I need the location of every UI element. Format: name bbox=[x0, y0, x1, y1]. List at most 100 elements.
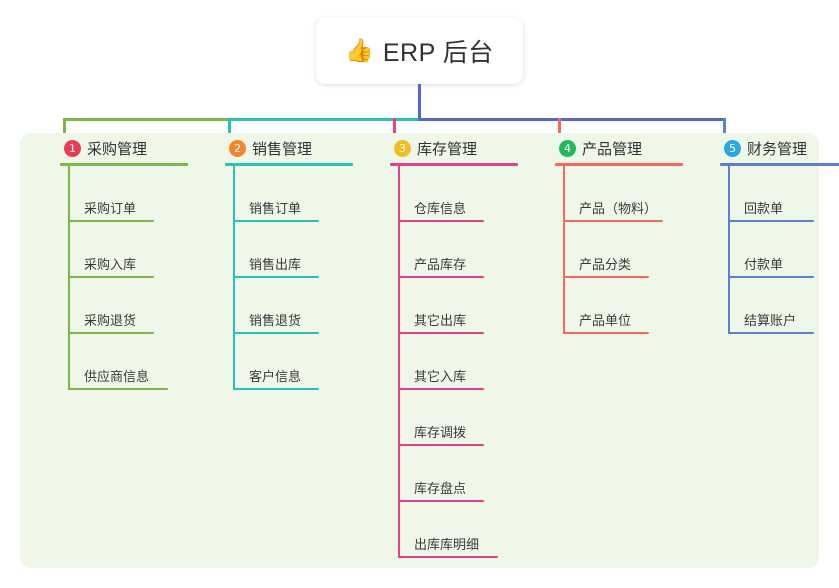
branch-item-label: 产品（物料） bbox=[579, 201, 658, 216]
branch-column-5: 5 财务管理回款单付款单结算账户 bbox=[706, 133, 839, 334]
branch-item[interactable]: 产品单位 bbox=[563, 278, 691, 334]
branch-item-rule bbox=[233, 332, 319, 334]
branch-item[interactable]: 采购退货 bbox=[68, 278, 196, 334]
branch-item-rule bbox=[233, 276, 319, 278]
branch-header-2[interactable]: 2 销售管理 bbox=[211, 133, 361, 163]
branch-items-2: 销售订单销售出库销售退货客户信息 bbox=[233, 166, 361, 390]
branch-item[interactable]: 产品（物料） bbox=[563, 166, 691, 222]
branch-item[interactable]: 产品库存 bbox=[398, 222, 526, 278]
branch-item[interactable]: 产品分类 bbox=[563, 222, 691, 278]
branch-item[interactable]: 销售退货 bbox=[233, 278, 361, 334]
branch-header-3[interactable]: 3 库存管理 bbox=[376, 133, 526, 163]
branch-item-label: 供应商信息 bbox=[84, 369, 150, 384]
branch-spine-2 bbox=[233, 166, 235, 390]
branch-item-rule bbox=[398, 444, 484, 446]
branch-column-1: 1 采购管理采购订单采购入库采购退货供应商信息 bbox=[46, 133, 196, 390]
branch-item-label: 其它入库 bbox=[414, 369, 467, 384]
branch-item[interactable]: 回款单 bbox=[728, 166, 839, 222]
branch-item-label: 客户信息 bbox=[249, 369, 302, 384]
branch-column-2: 2 销售管理销售订单销售出库销售退货客户信息 bbox=[211, 133, 361, 390]
branch-item[interactable]: 客户信息 bbox=[233, 334, 361, 390]
branch-item[interactable]: 采购入库 bbox=[68, 222, 196, 278]
branch-item-rule bbox=[398, 220, 484, 222]
branch-item-rule bbox=[68, 388, 168, 390]
branch-spine-1 bbox=[68, 166, 70, 390]
root-node-card[interactable]: 👍 ERP 后台 bbox=[316, 18, 523, 84]
branch-column-3: 3 库存管理仓库信息产品库存其它出库其它入库库存调拨库存盘点出库库明细 bbox=[376, 133, 526, 558]
branch-number-badge-2: 2 bbox=[229, 139, 246, 157]
branch-item-rule bbox=[398, 388, 484, 390]
branch-item-rule bbox=[398, 332, 484, 334]
branch-items-4: 产品（物料） 产品分类产品单位 bbox=[563, 166, 691, 334]
branch-item-rule bbox=[728, 220, 814, 222]
branch-item-rule bbox=[728, 276, 814, 278]
branch-item-label: 销售订单 bbox=[249, 201, 302, 216]
branch-item[interactable]: 付款单 bbox=[728, 222, 839, 278]
branch-item-rule bbox=[563, 332, 649, 334]
branch-item-rule bbox=[68, 332, 154, 334]
root-stem-line bbox=[418, 84, 421, 121]
branch-item-rule bbox=[233, 388, 319, 390]
branch-title-2: 销售管理 bbox=[252, 140, 313, 158]
branch-item-label: 库存调拨 bbox=[414, 425, 467, 440]
branch-number-badge-5: 5 bbox=[724, 139, 741, 157]
branch-items-1: 采购订单采购入库采购退货供应商信息 bbox=[68, 166, 196, 390]
branch-header-rule-5 bbox=[720, 163, 839, 166]
branch-item-rule bbox=[728, 332, 814, 334]
branch-title-1: 采购管理 bbox=[87, 140, 148, 158]
branch-item-label: 其它出库 bbox=[414, 313, 467, 328]
branch-number-badge-4: 4 bbox=[559, 139, 576, 157]
branch-number-badge-1: 1 bbox=[64, 139, 81, 157]
branch-item-label: 产品分类 bbox=[579, 257, 632, 272]
branch-item-rule bbox=[68, 276, 154, 278]
branch-item[interactable]: 库存调拨 bbox=[398, 390, 526, 446]
branch-title-5: 财务管理 bbox=[747, 140, 808, 158]
branch-item-rule bbox=[398, 276, 484, 278]
branch-item-rule bbox=[563, 220, 663, 222]
branch-item-label: 销售退货 bbox=[249, 313, 302, 328]
branch-item-rule bbox=[398, 500, 484, 502]
branch-title-4: 产品管理 bbox=[582, 140, 643, 158]
branch-column-4: 4 产品管理产品（物料） 产品分类产品单位 bbox=[541, 133, 691, 334]
branch-item[interactable]: 其它入库 bbox=[398, 334, 526, 390]
branch-item-label: 库存盘点 bbox=[414, 481, 467, 496]
branch-item-label: 仓库信息 bbox=[414, 201, 467, 216]
branch-item-label: 回款单 bbox=[744, 201, 784, 216]
branch-item-label: 产品库存 bbox=[414, 257, 467, 272]
branch-item[interactable]: 其它出库 bbox=[398, 278, 526, 334]
thumbs-up-icon: 👍 bbox=[345, 37, 374, 64]
branch-title-3: 库存管理 bbox=[417, 140, 478, 158]
bus-segment-1 bbox=[63, 118, 228, 121]
branch-item-rule bbox=[563, 276, 649, 278]
branch-item[interactable]: 结算账户 bbox=[728, 278, 839, 334]
branch-item[interactable]: 采购订单 bbox=[68, 166, 196, 222]
branch-header-4[interactable]: 4 产品管理 bbox=[541, 133, 691, 163]
branch-item-label: 产品单位 bbox=[579, 313, 632, 328]
branch-items-5: 回款单付款单结算账户 bbox=[728, 166, 839, 334]
branch-item-rule bbox=[233, 220, 319, 222]
bus-segment-right bbox=[418, 118, 726, 121]
branch-item[interactable]: 销售出库 bbox=[233, 222, 361, 278]
branch-item[interactable]: 出库库明细 bbox=[398, 502, 526, 558]
branch-item-rule bbox=[68, 220, 154, 222]
root-node-title: ERP 后台 bbox=[382, 39, 494, 67]
branch-header-rule-3 bbox=[390, 163, 518, 166]
branch-item-label: 付款单 bbox=[744, 257, 784, 272]
branch-item[interactable]: 仓库信息 bbox=[398, 166, 526, 222]
branch-item-label: 销售出库 bbox=[249, 257, 302, 272]
branch-item[interactable]: 供应商信息 bbox=[68, 334, 196, 390]
branch-number-badge-3: 3 bbox=[394, 139, 411, 157]
branch-item-rule bbox=[398, 556, 498, 558]
branch-item[interactable]: 销售订单 bbox=[233, 166, 361, 222]
branch-header-rule-4 bbox=[555, 163, 683, 166]
branch-header-1[interactable]: 1 采购管理 bbox=[46, 133, 196, 163]
branch-item-label: 采购订单 bbox=[84, 201, 137, 216]
branch-spine-5 bbox=[728, 166, 730, 334]
branch-item[interactable]: 库存盘点 bbox=[398, 446, 526, 502]
branch-header-5[interactable]: 5 财务管理 bbox=[706, 133, 839, 163]
branch-item-label: 采购退货 bbox=[84, 313, 137, 328]
branch-item-label: 出库库明细 bbox=[414, 537, 480, 552]
branch-spine-4 bbox=[563, 166, 565, 334]
branch-items-3: 仓库信息产品库存其它出库其它入库库存调拨库存盘点出库库明细 bbox=[398, 166, 526, 558]
